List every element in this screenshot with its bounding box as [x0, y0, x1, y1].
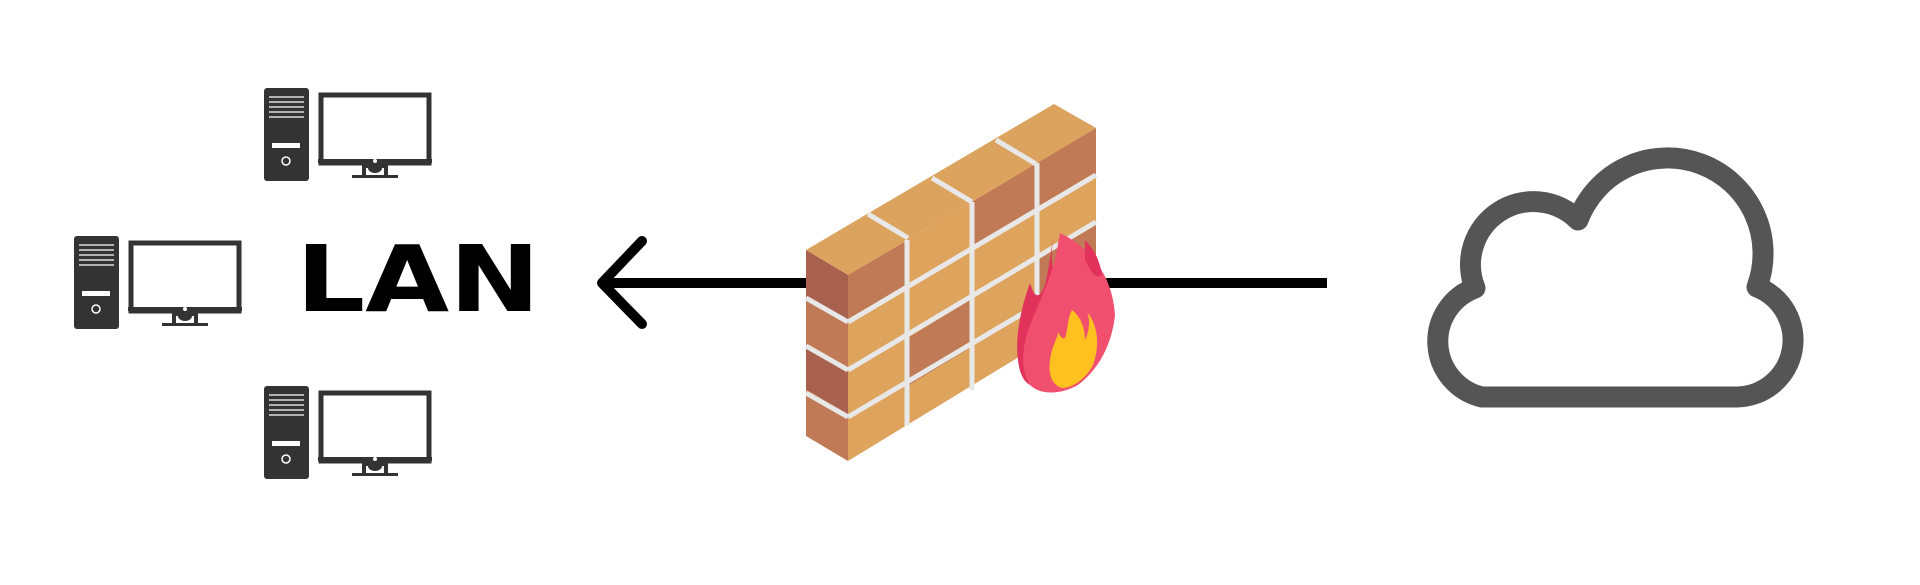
computer-icon: [264, 88, 432, 181]
lan-label: LAN: [296, 226, 541, 333]
firewall-icon: [804, 104, 1115, 461]
cloud-icon: [1427, 147, 1804, 408]
computer-icon: [264, 386, 432, 479]
arrow-left-icon: [597, 236, 647, 329]
computer-icon: [74, 236, 242, 329]
